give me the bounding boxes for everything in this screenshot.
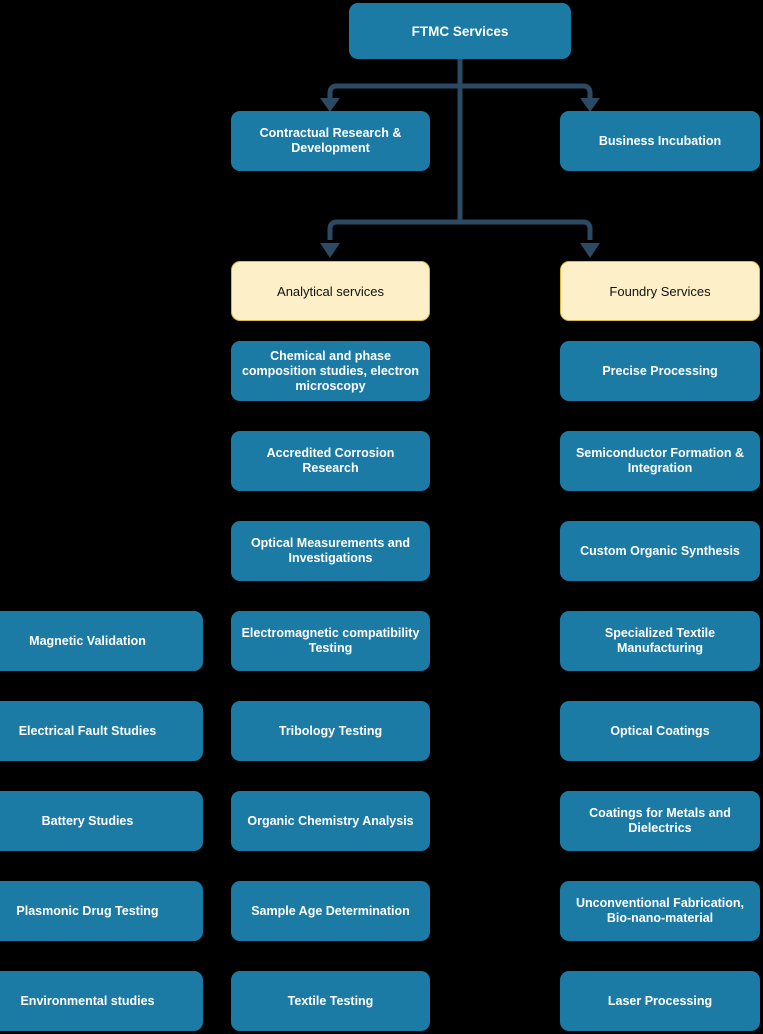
node-label: Coatings for Metals and Dielectrics <box>589 806 731 835</box>
arrowhead-foundry <box>580 243 600 258</box>
node-coatings-metals-dielectrics[interactable]: Coatings for Metals and Dielectrics <box>560 791 760 851</box>
branch-line-right-2 <box>460 219 593 240</box>
node-label: Sample Age Determination <box>251 903 410 918</box>
arrowhead-contractual <box>320 98 340 112</box>
node-label: Textile Testing <box>287 993 374 1008</box>
node-label: Environmental studies <box>20 993 155 1008</box>
node-plasmonic-drug-testing[interactable]: Plasmonic Drug Testing <box>0 881 203 941</box>
node-label: Optical Coatings <box>610 723 710 738</box>
node-label: Foundry Services <box>609 283 711 299</box>
node-foundry-services[interactable]: Foundry Services <box>560 261 760 321</box>
branch-line-right-1 <box>460 83 593 98</box>
node-label: Laser Processing <box>607 993 713 1008</box>
node-label: Precise Processing <box>602 363 718 378</box>
node-accredited-corrosion-research[interactable]: Accredited Corrosion Research <box>231 431 430 491</box>
node-label: Business Incubation <box>598 133 722 148</box>
node-battery-studies[interactable]: Battery Studies <box>0 791 203 851</box>
node-label: Optical Measurements and Investigations <box>250 536 411 565</box>
node-label: Battery Studies <box>41 813 134 828</box>
node-unconventional-fabrication-bio-nano-material[interactable]: Unconventional Fabrication, Bio-nano-mat… <box>560 881 760 941</box>
node-label: Tribology Testing <box>278 723 383 738</box>
node-business-incubation[interactable]: Business Incubation <box>560 111 760 171</box>
node-specialized-textile-manufacturing[interactable]: Specialized Textile Manufacturing <box>560 611 760 671</box>
node-label: Custom Organic Synthesis <box>580 543 740 558</box>
node-precise-processing[interactable]: Precise Processing <box>560 341 760 401</box>
node-textile-testing[interactable]: Textile Testing <box>231 971 430 1031</box>
node-sample-age-determination[interactable]: Sample Age Determination <box>231 881 430 941</box>
node-label: Organic Chemistry Analysis <box>247 813 414 828</box>
node-label: Electrical Fault Studies <box>18 723 157 738</box>
arrowhead-incubation <box>580 98 600 112</box>
node-label: Contractual Research & Development <box>259 126 402 155</box>
node-label: Specialized Textile Manufacturing <box>604 626 716 655</box>
node-semiconductor-formation-integration[interactable]: Semiconductor Formation & Integration <box>560 431 760 491</box>
node-optical-measurements-investigations[interactable]: Optical Measurements and Investigations <box>231 521 430 581</box>
node-label: Accredited Corrosion Research <box>266 446 395 475</box>
arrowhead-analytical <box>320 243 340 258</box>
node-analytical-services[interactable]: Analytical services <box>231 261 430 321</box>
node-custom-organic-synthesis[interactable]: Custom Organic Synthesis <box>560 521 760 581</box>
node-contractual-research-development[interactable]: Contractual Research & Development <box>231 111 430 171</box>
node-electrical-fault-studies[interactable]: Electrical Fault Studies <box>0 701 203 761</box>
node-electromagnetic-compatibility-testing[interactable]: Electromagnetic compatibility Testing <box>231 611 430 671</box>
node-chemical-phase-composition[interactable]: Chemical and phase composition studies, … <box>231 341 430 401</box>
branch-line-left-2 <box>327 219 460 240</box>
node-label: Magnetic Validation <box>29 633 146 648</box>
node-ftmc-services[interactable]: FTMC Services <box>349 3 571 59</box>
node-laser-processing[interactable]: Laser Processing <box>560 971 760 1031</box>
node-magnetic-validation[interactable]: Magnetic Validation <box>0 611 203 671</box>
node-environmental-studies[interactable]: Environmental studies <box>0 971 203 1031</box>
node-label: Unconventional Fabrication, Bio-nano-mat… <box>575 896 745 925</box>
node-label: Chemical and phase composition studies, … <box>241 348 420 393</box>
node-label: Analytical services <box>277 283 384 299</box>
node-label: Semiconductor Formation & Integration <box>575 446 745 475</box>
node-label: FTMC Services <box>411 23 509 39</box>
node-label: Electromagnetic compatibility Testing <box>241 626 420 655</box>
node-tribology-testing[interactable]: Tribology Testing <box>231 701 430 761</box>
node-optical-coatings[interactable]: Optical Coatings <box>560 701 760 761</box>
branch-line-left-1 <box>327 83 460 98</box>
node-label: Plasmonic Drug Testing <box>16 903 159 918</box>
node-organic-chemistry-analysis[interactable]: Organic Chemistry Analysis <box>231 791 430 851</box>
